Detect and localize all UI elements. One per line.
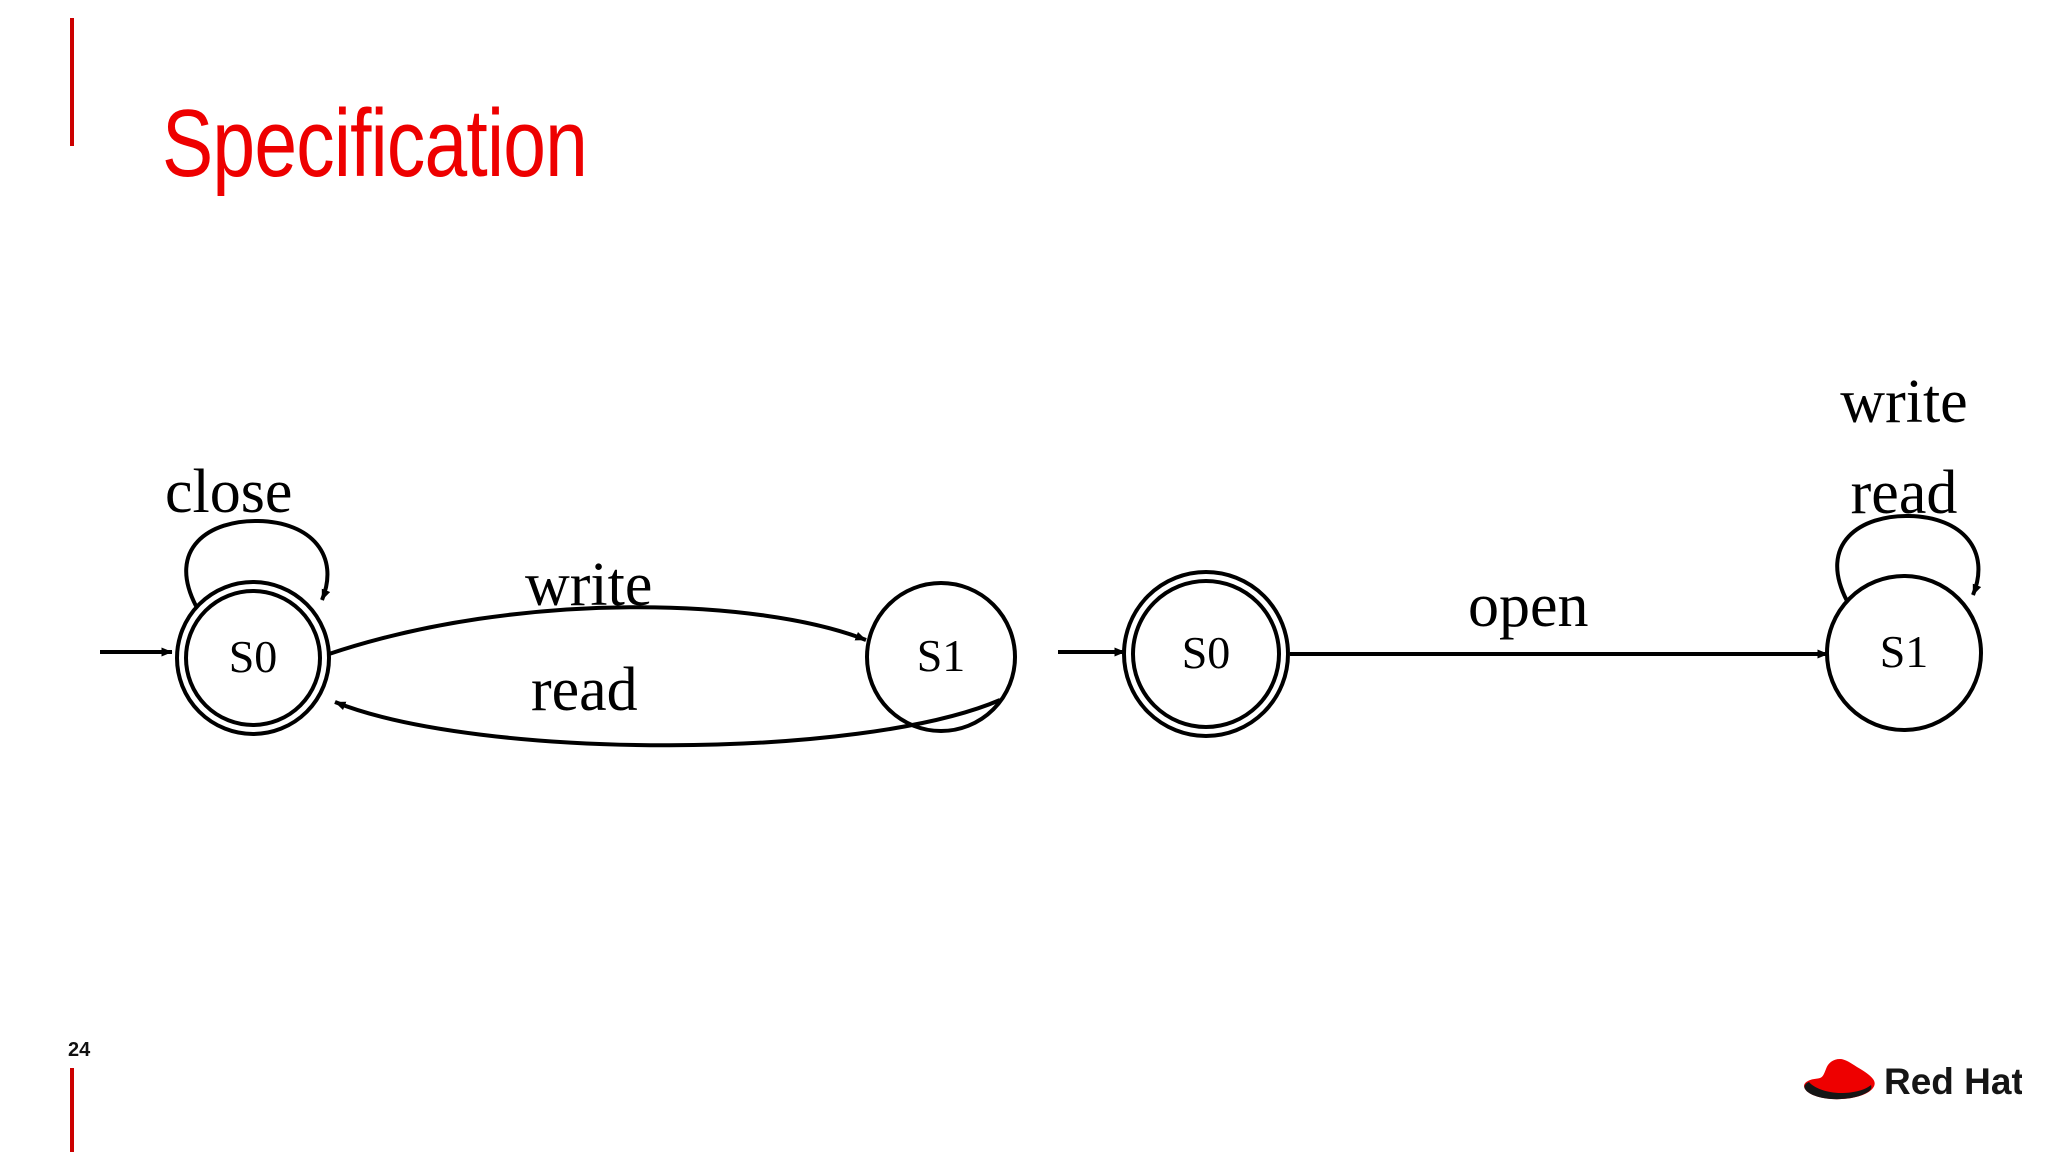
left-edge-label-read: read bbox=[531, 656, 638, 724]
page-title: Specification bbox=[162, 90, 588, 197]
red-hat-wordmark: Red Hat bbox=[1884, 1061, 2022, 1102]
right-state-s0-inner-circle bbox=[1131, 579, 1281, 729]
page-number: 24 bbox=[68, 1039, 91, 1061]
right-state-s0-label: S0 bbox=[1182, 627, 1231, 678]
right-automaton: S0 open S1 write read bbox=[1058, 368, 1983, 738]
left-edge-label-write: write bbox=[525, 551, 652, 619]
left-state-s1-circle bbox=[865, 581, 1017, 733]
left-edge-label-close: close bbox=[165, 458, 292, 526]
right-edge-label-write: write bbox=[1840, 368, 1967, 436]
left-edge-write bbox=[328, 605, 867, 656]
right-state-s0-outer-circle bbox=[1122, 570, 1290, 738]
red-hat-fedora-icon bbox=[1804, 1059, 1875, 1100]
left-state-s1-label: S1 bbox=[917, 630, 966, 681]
right-state-s1-circle bbox=[1825, 574, 1983, 732]
accent-rule-bottom bbox=[70, 1068, 74, 1152]
accent-rule-top bbox=[70, 18, 74, 146]
left-edge-read bbox=[334, 698, 1001, 748]
left-state-s0-inner-circle bbox=[184, 589, 322, 727]
left-self-loop-close bbox=[184, 518, 331, 607]
left-state-s0-outer-circle bbox=[175, 580, 331, 736]
right-edge-label-open: open bbox=[1468, 572, 1589, 640]
left-automaton: S0 close write read S1 bbox=[100, 458, 1017, 748]
left-state-s0-label: S0 bbox=[229, 631, 278, 682]
right-edge-label-read: read bbox=[1851, 459, 1958, 527]
red-hat-logo: Red Hat bbox=[1802, 1046, 2022, 1110]
right-state-s1-label: S1 bbox=[1880, 626, 1929, 677]
right-self-loop-writeread bbox=[1835, 513, 1982, 602]
